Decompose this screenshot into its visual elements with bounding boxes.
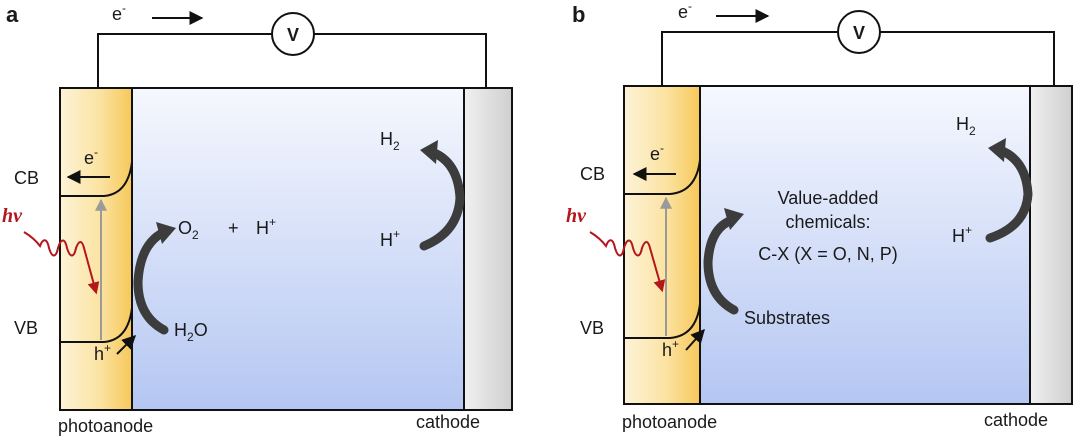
panel-a-band-electron: e-	[84, 145, 98, 168]
panel-b-letter: b	[572, 2, 585, 27]
panel-b-oxidation-arrow	[703, 215, 739, 315]
panel-b-photoanode-label: photoanode	[622, 412, 717, 432]
panel-a-proton: H+	[256, 215, 276, 238]
panel-b-oxidation-arrowhead	[724, 208, 744, 230]
panel-a-cathode	[463, 87, 513, 411]
panel-a-cb-label: CB	[14, 168, 39, 188]
panel-a-photoanode	[59, 87, 133, 411]
panel-a-vb-label: VB	[14, 318, 38, 338]
panel-a-cathode-proton: H+	[380, 227, 400, 250]
panel-b-substrates: Substrates	[744, 308, 830, 328]
panel-a-voltmeter: V	[271, 12, 315, 56]
panel-a-hole-transfer-arrow	[116, 335, 136, 355]
panel-b-products-line2: chemicals:	[785, 212, 870, 232]
panel-a-oxidation-arrowhead	[156, 222, 176, 244]
panel-a-reduction-arrowhead	[420, 140, 438, 164]
panel-a-o2: O2	[178, 218, 199, 242]
panel-a-wire-right	[314, 33, 487, 88]
panel-a-voltmeter-label: V	[287, 25, 299, 45]
panel-b-wire-right	[880, 31, 1055, 86]
panel-a-photon-wave	[23, 231, 100, 295]
panel-a-vb-band	[60, 307, 133, 343]
panel-a-plus: +	[228, 218, 239, 238]
panel-a-cathode-label: cathode	[416, 412, 480, 432]
panel-a-hv-label: hv	[2, 205, 23, 227]
panel-b-voltmeter-label: V	[853, 23, 865, 43]
panel-b-products-line1: Value-added	[778, 188, 879, 208]
panel-b-h2: H2	[956, 114, 976, 138]
panel-a-cb-band	[60, 161, 133, 197]
panel-b-photon-wave	[589, 231, 666, 293]
panel-b-products-line3: C-X (X = O, N, P)	[758, 244, 898, 264]
panel-a-wire-left	[97, 33, 272, 88]
panel-b: b V e- CB VB e- h+ hv Value-added chemic…	[566, 0, 1073, 432]
panel-b-cb-band	[624, 159, 701, 195]
panel-b-hole-transfer-arrow	[685, 328, 705, 351]
panel-b-electrolyte	[699, 85, 1031, 405]
panel-b-cb-label: CB	[580, 164, 605, 184]
panel-b-voltmeter: V	[837, 10, 881, 54]
panel-a-hole: h+	[94, 341, 111, 364]
panel-a-letter: a	[6, 2, 19, 27]
panel-b-wire-left	[661, 31, 838, 86]
panel-a-h2: H2	[380, 129, 400, 153]
panel-b-electron-flow-label: e-	[678, 0, 692, 22]
panel-b-hole: h+	[662, 337, 679, 360]
panel-a-electron-flow-label: e-	[112, 1, 126, 24]
panel-b-cathode	[1029, 85, 1073, 405]
panel-b-band-electron: e-	[650, 141, 664, 164]
panel-b-cathode-label: cathode	[984, 410, 1048, 430]
panel-a-oxidation-arrow	[133, 227, 169, 335]
panel-b-vb-band	[624, 303, 701, 339]
panel-b-cathode-proton: H+	[952, 223, 972, 246]
panel-a-reduction-arrow	[419, 147, 465, 251]
panel-a: a V e- CB VB e- h+ hv O2 + H+ H	[2, 1, 513, 436]
panel-a-electrolyte	[131, 87, 465, 411]
panel-b-vb-label: VB	[580, 318, 604, 338]
panel-b-reduction-arrow	[985, 145, 1033, 243]
panel-a-water: H2O	[174, 320, 208, 344]
panel-b-reduction-arrowhead	[988, 138, 1006, 162]
panel-b-hv-label: hv	[566, 205, 587, 227]
panel-a-photoanode-label: photoanode	[58, 416, 153, 436]
